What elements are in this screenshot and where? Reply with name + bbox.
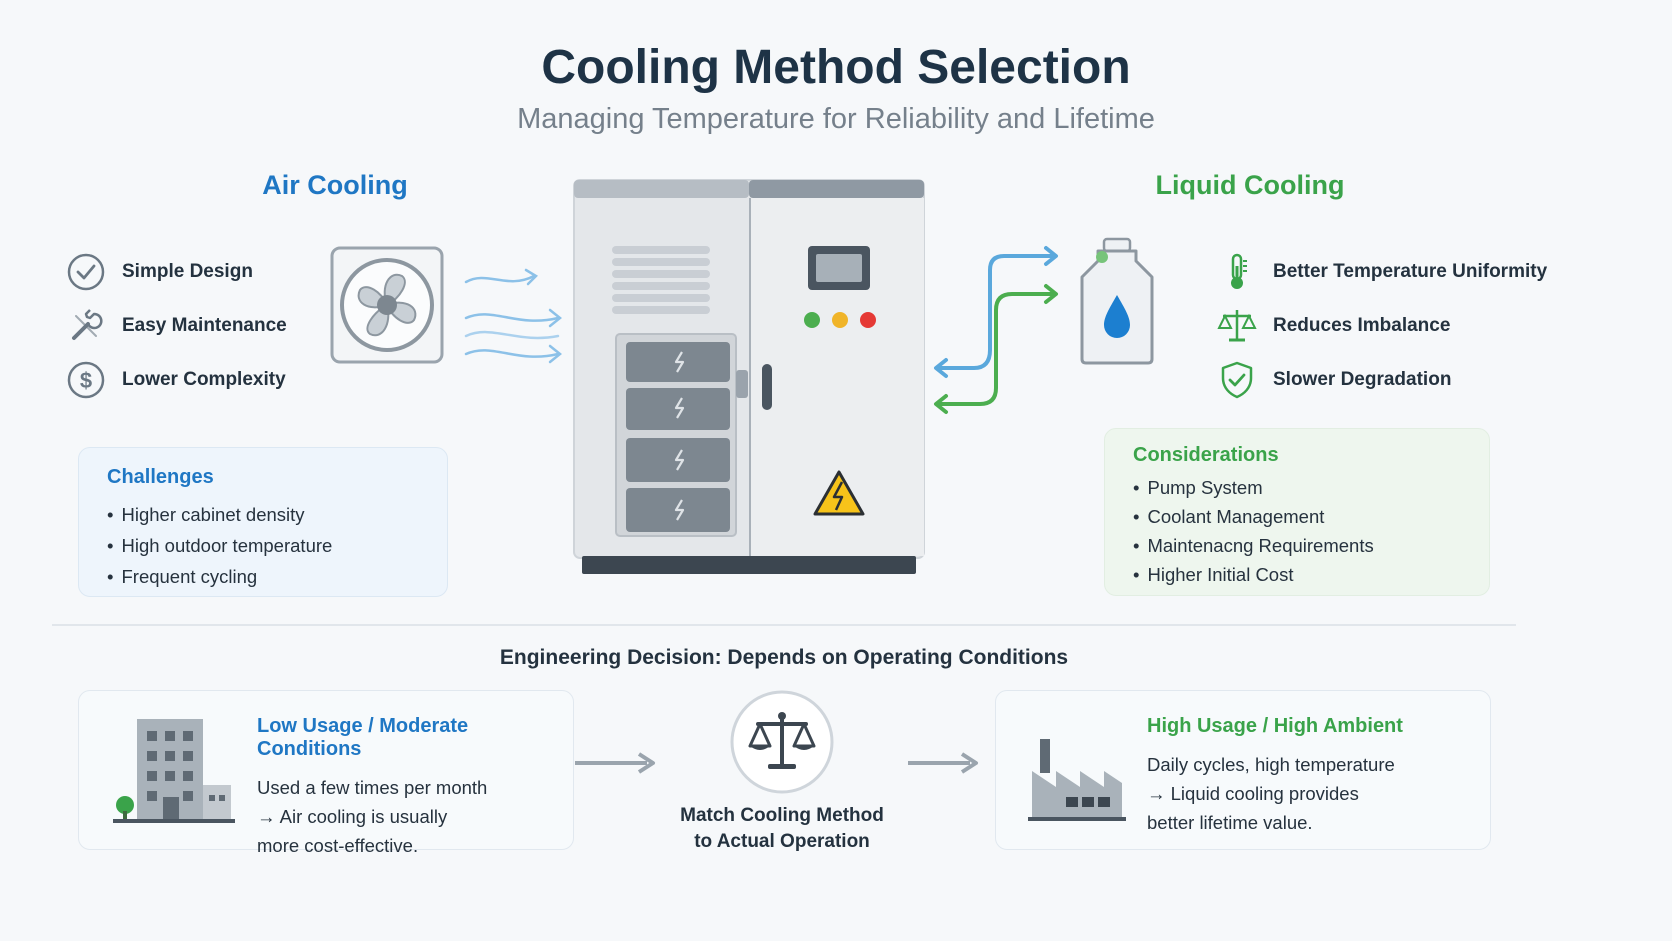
page-subtitle: Managing Temperature for Reliability and…	[517, 103, 1155, 135]
text-line: Used a few times per month	[257, 777, 488, 798]
office-building-icon	[109, 715, 239, 827]
arrow-right-icon	[906, 750, 980, 776]
decision-heading: Engineering Decision: Depends on Operati…	[499, 646, 1069, 669]
liquid-feature-temperature-uniformity: Better Temperature Uniformity	[1217, 252, 1547, 292]
shield-check-icon	[1217, 360, 1257, 400]
text-line: better lifetime value.	[1147, 812, 1313, 833]
match-caption: Match Cooling Method to Actual Operation	[660, 803, 904, 855]
fan-illustration	[330, 246, 444, 364]
check-circle-icon	[66, 252, 106, 292]
text-line: more cost-effective.	[257, 835, 419, 856]
svg-text:$: $	[80, 368, 92, 393]
battery-cabinet	[572, 178, 928, 578]
air-feature-easy-maintenance: Easy Maintenance	[66, 306, 287, 346]
text-line: → Liquid cooling provides	[1147, 783, 1359, 804]
high-usage-text: Daily cycles, high temperature → Liquid …	[1147, 750, 1477, 837]
considerations-title: Considerations	[1133, 444, 1279, 466]
air-cooling-heading: Air Cooling	[262, 170, 408, 200]
challenges-title: Challenges	[107, 466, 214, 488]
liquid-feature-slower-degradation: Slower Degradation	[1217, 360, 1451, 400]
considerations-list: Pump System Coolant Management Maintenac…	[1133, 473, 1461, 589]
low-usage-text: Used a few times per month → Air cooling…	[257, 773, 557, 860]
liquid-feature-label: Better Temperature Uniformity	[1273, 261, 1548, 282]
text-line: Daily cycles, high temperature	[1147, 754, 1395, 775]
air-feature-label: Easy Maintenance	[122, 315, 287, 336]
considerations-box: Considerations Pump System Coolant Manag…	[1104, 428, 1490, 596]
airflow-arrows	[462, 262, 567, 372]
high-usage-title: High Usage / High Ambient	[1147, 715, 1403, 737]
balance-scale-icon	[730, 690, 834, 794]
air-feature-lower-complexity: $ Lower Complexity	[66, 360, 286, 400]
wrench-icon	[66, 306, 106, 346]
coolant-tank	[1076, 237, 1158, 367]
low-usage-card: Low Usage / Moderate Conditions Used a f…	[78, 690, 574, 856]
water-drop-icon	[1080, 237, 1154, 365]
list-item: Frequent cycling	[107, 561, 419, 592]
thermometer-icon	[1217, 252, 1257, 292]
low-usage-title: Low Usage / Moderate Conditions	[257, 715, 469, 760]
liquid-feature-label: Reduces Imbalance	[1273, 315, 1451, 336]
fan-icon	[330, 246, 444, 364]
list-item: Maintenacng Requirements	[1133, 531, 1461, 560]
air-feature-label: Lower Complexity	[122, 369, 286, 390]
list-item: Higher cabinet density	[107, 499, 419, 530]
challenges-list: Higher cabinet density High outdoor temp…	[107, 499, 419, 592]
text-line: to Actual Operation	[694, 831, 870, 852]
liquid-feature-label: Slower Degradation	[1273, 369, 1452, 390]
liquid-cooling-heading: Liquid Cooling	[1155, 170, 1345, 200]
dollar-icon: $	[66, 360, 106, 400]
text-line: Match Cooling Method	[680, 805, 884, 826]
air-feature-simple-design: Simple Design	[66, 252, 253, 292]
challenges-box: Challenges Higher cabinet density High o…	[78, 447, 448, 597]
list-item: High outdoor temperature	[107, 530, 419, 561]
coolant-pipes	[928, 238, 1068, 418]
page-title: Cooling Method Selection	[541, 41, 1131, 94]
factory-icon	[1026, 735, 1126, 821]
list-item: Pump System	[1133, 473, 1461, 502]
list-item: Coolant Management	[1133, 502, 1461, 531]
high-usage-card: High Usage / High Ambient Daily cycles, …	[995, 690, 1491, 850]
arrow-right-icon	[573, 750, 657, 776]
balance-scale-icon	[1217, 306, 1257, 346]
text-line: → Air cooling is usually	[257, 806, 448, 827]
liquid-feature-reduces-imbalance: Reduces Imbalance	[1217, 306, 1450, 346]
list-item: Higher Initial Cost	[1133, 560, 1461, 589]
air-feature-label: Simple Design	[122, 261, 253, 282]
section-divider	[52, 624, 1516, 626]
